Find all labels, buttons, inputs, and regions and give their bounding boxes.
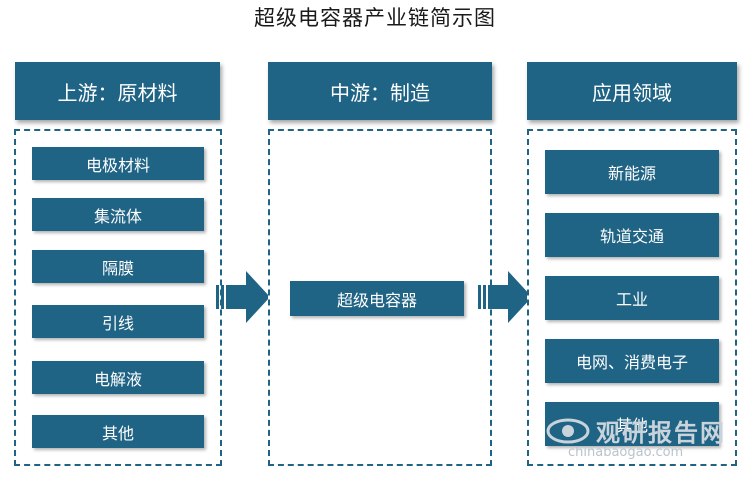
upstream-box: 电极材料 集流体 隔膜 引线 电解液 其他 bbox=[14, 129, 222, 466]
application-item-grid-consumer: 电网、消费电子 bbox=[545, 339, 719, 383]
application-item-new-energy: 新能源 bbox=[545, 150, 719, 194]
arrow-right-icon bbox=[216, 271, 270, 323]
watermark: 观研报告网 chinabaogao.com bbox=[538, 413, 728, 467]
midstream-item-supercapacitor: 超级电容器 bbox=[290, 281, 464, 316]
diagram-title: 超级电容器产业链简示图 bbox=[254, 6, 496, 30]
upstream-item-current-collector: 集流体 bbox=[32, 198, 204, 231]
upstream-item-other: 其他 bbox=[32, 415, 204, 448]
upstream-item-electrolyte: 电解液 bbox=[32, 361, 204, 394]
upstream-item-separator: 隔膜 bbox=[32, 250, 204, 283]
upstream-item-electrode: 电极材料 bbox=[32, 147, 204, 180]
midstream-header: 中游：制造 bbox=[268, 62, 492, 120]
application-item-rail-transit: 轨道交通 bbox=[545, 213, 719, 257]
watermark-url: chinabaogao.com bbox=[568, 445, 684, 460]
upstream-item-lead: 引线 bbox=[32, 305, 204, 338]
watermark-brand: 观研报告网 bbox=[596, 419, 726, 447]
watermark-logo-icon bbox=[546, 418, 590, 444]
application-item-other: 其他 bbox=[545, 402, 719, 446]
upstream-header: 上游：原材料 bbox=[15, 62, 220, 120]
application-box: 新能源 轨道交通 工业 电网、消费电子 其他 bbox=[527, 129, 737, 466]
application-header: 应用领域 bbox=[527, 62, 737, 120]
midstream-box: 超级电容器 bbox=[268, 129, 492, 466]
arrow-right-icon bbox=[478, 271, 532, 323]
application-item-industry: 工业 bbox=[545, 276, 719, 320]
